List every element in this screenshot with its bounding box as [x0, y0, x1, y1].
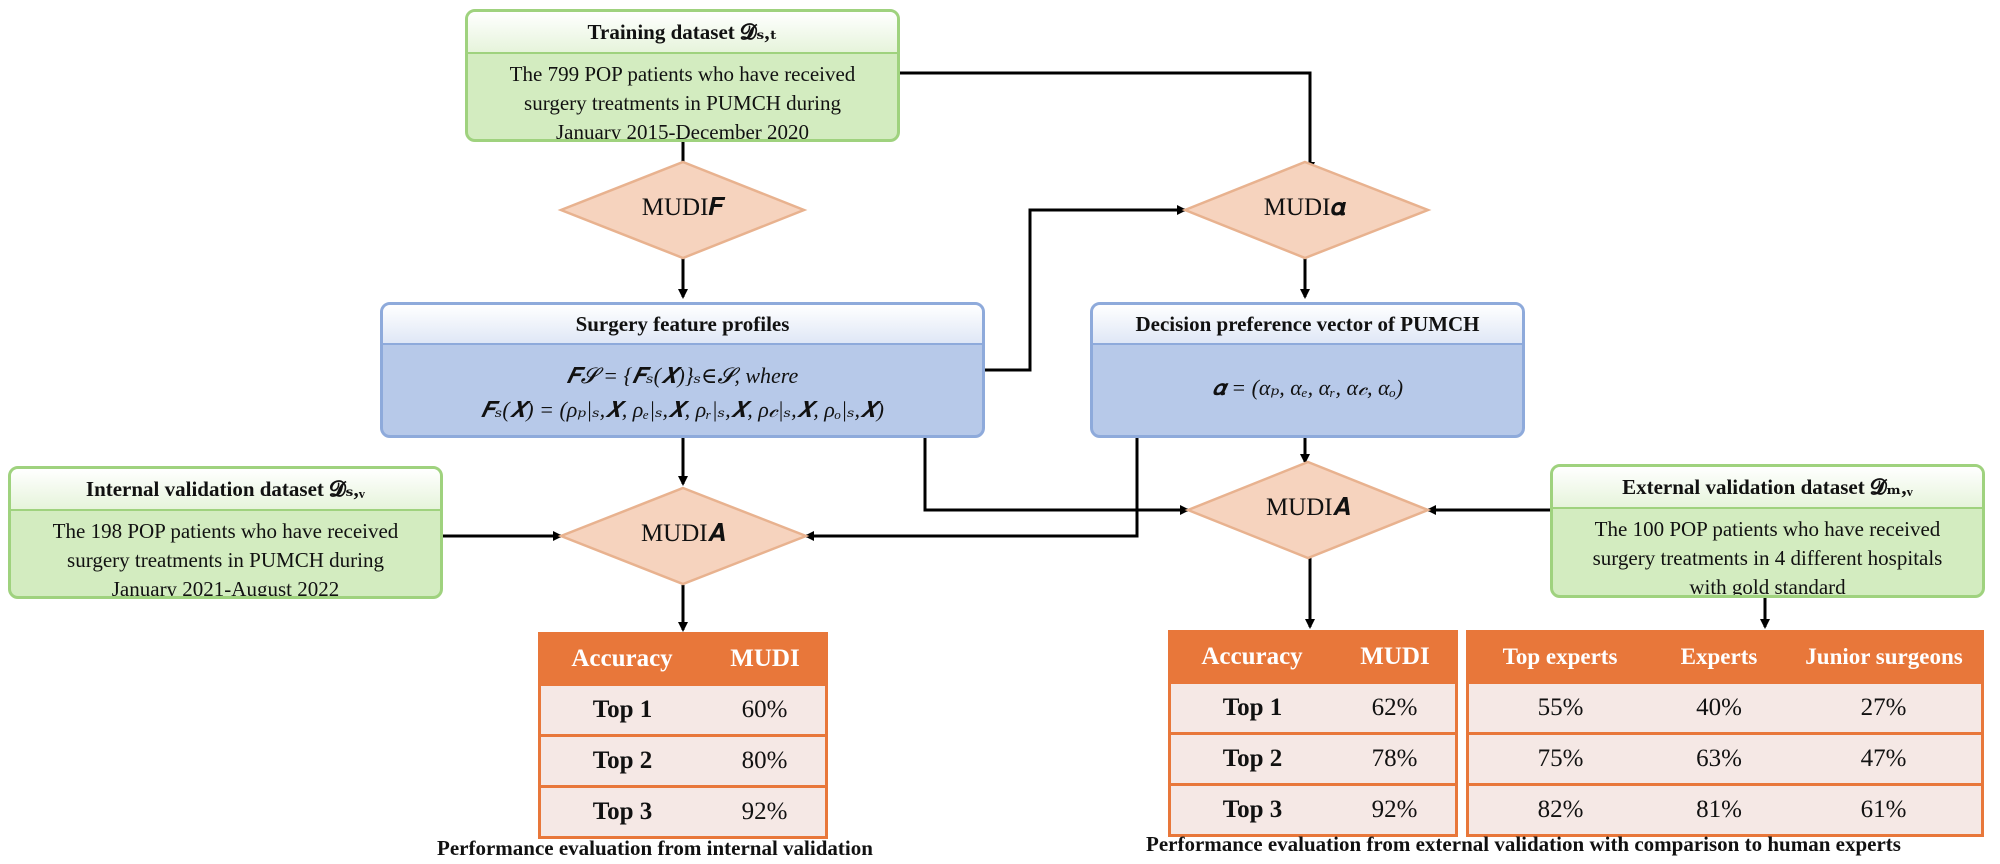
column-header: Experts	[1651, 630, 1787, 684]
mudi-alpha-label: MUDI𝜶	[1263, 194, 1347, 221]
training-line-1: The 799 POP patients who have received	[509, 62, 856, 86]
mudi-f-label: MUDI𝑭	[641, 194, 725, 221]
table-row: 55% 40% 27%	[1467, 681, 1983, 734]
table-cell: 82%	[1467, 783, 1652, 836]
table-cell: 27%	[1786, 681, 1983, 734]
profiles-formula-1: 𝑭𝓢 = {𝑭ₛ(𝑿)}ₛ∈𝓢, where	[566, 363, 799, 388]
external-validation-title: External validation dataset 𝓓ₘ,ᵥ	[1553, 467, 1982, 509]
table-cell: 80%	[704, 734, 827, 787]
external-performance-table: Accuracy MUDI Top 1 62% Top 2 78% Top 3 …	[1168, 630, 1458, 837]
internal-validation-box: Internal validation dataset 𝓓ₛ,ᵥ The 198…	[8, 466, 443, 599]
column-header: Junior surgeons	[1785, 630, 1984, 684]
table-cell: 92%	[1334, 783, 1457, 836]
table-cell: 60%	[704, 683, 827, 736]
table-row: 75% 63% 47%	[1467, 732, 1983, 785]
mudi-a-external-label: MUDI𝑨	[1265, 494, 1351, 521]
table-row: Top 1 60%	[539, 683, 827, 736]
column-header: MUDI	[703, 632, 828, 686]
arrow-training-to-mudi-alpha	[900, 71, 1315, 172]
row-label: Top 1	[1169, 681, 1334, 734]
internal-line-3: January 2021-August 2022	[111, 577, 340, 599]
table-cell: 61%	[1786, 783, 1983, 836]
arrow-profiles-to-mudi-a-external	[923, 438, 1190, 515]
internal-performance-table: Accuracy MUDI Top 1 60% Top 2 80% Top 3 …	[538, 632, 828, 839]
column-header: MUDI	[1333, 630, 1458, 684]
profiles-body: 𝑭𝓢 = {𝑭ₛ(𝑿)}ₛ∈𝓢, where 𝑭ₛ(𝑿) = (ρₚ|ₛ,𝑿, …	[383, 345, 982, 427]
training-dataset-title: Training dataset 𝓓ₛ,ₜ	[468, 12, 897, 54]
table-cell: 62%	[1334, 681, 1457, 734]
training-dataset-box: Training dataset 𝓓ₛ,ₜ The 799 POP patien…	[465, 9, 900, 142]
table-row: Top 2 78%	[1169, 732, 1457, 785]
external-validation-body: The 100 POP patients who have received s…	[1553, 509, 1982, 598]
preference-formula: 𝜶 = (αₚ, αₑ, αᵣ, α𝒸, αₒ)	[1211, 375, 1404, 400]
row-label: Top 1	[539, 683, 704, 736]
external-performance-caption: Performance evaluation from external val…	[1146, 832, 1901, 856]
table-header-row: Top experts Experts Junior surgeons	[1466, 630, 1984, 684]
row-label: Top 3	[539, 785, 704, 838]
training-line-3: January 2015-December 2020	[555, 120, 810, 142]
arrow-profiles-to-mudi-alpha	[985, 205, 1187, 372]
human-experts-table: Top experts Experts Junior surgeons 55% …	[1466, 630, 1984, 837]
training-dataset-body: The 799 POP patients who have received s…	[468, 54, 897, 142]
external-line-1: The 100 POP patients who have received	[1594, 517, 1941, 541]
table-cell: 92%	[704, 785, 827, 838]
table-header-row: Accuracy MUDI	[1168, 630, 1458, 684]
internal-validation-title: Internal validation dataset 𝓓ₛ,ᵥ	[11, 469, 440, 511]
external-line-3: with gold standard	[1689, 575, 1846, 598]
preference-body: 𝜶 = (αₚ, αₑ, αᵣ, α𝒸, αₒ)	[1093, 345, 1522, 405]
column-header: Top experts	[1466, 630, 1653, 684]
diamond-mudi-f	[557, 160, 808, 260]
table-cell: 55%	[1467, 681, 1652, 734]
arrow-preference-to-mudi-a-internal	[804, 438, 1139, 541]
surgery-feature-profiles-box: Surgery feature profiles 𝑭𝓢 = {𝑭ₛ(𝑿)}ₛ∈𝓢…	[380, 302, 985, 438]
internal-line-2: surgery treatments in PUMCH during	[67, 548, 384, 572]
row-label: Top 2	[1169, 732, 1334, 785]
preference-title: Decision preference vector of PUMCH	[1093, 305, 1522, 345]
table-row: Top 3 92%	[539, 785, 827, 838]
diamond-mudi-a-internal	[557, 486, 810, 586]
row-label: Top 3	[1169, 783, 1334, 836]
table-row: Top 3 92%	[1169, 783, 1457, 836]
training-line-2: surgery treatments in PUMCH during	[524, 91, 841, 115]
table-cell: 40%	[1652, 681, 1786, 734]
table-row: Top 1 62%	[1169, 681, 1457, 734]
table-cell: 78%	[1334, 732, 1457, 785]
profiles-formula-2: 𝑭ₛ(𝑿) = (ρₚ|ₛ,𝑿, ρₑ|ₛ,𝑿, ρᵣ|ₛ,𝑿, ρ𝒸|ₛ,𝑿,…	[481, 397, 884, 422]
table-cell: 75%	[1467, 732, 1652, 785]
column-header: Accuracy	[538, 632, 705, 686]
internal-performance-caption: Performance evaluation from internal val…	[437, 836, 873, 860]
decision-preference-box: Decision preference vector of PUMCH 𝜶 = …	[1090, 302, 1525, 438]
table-cell: 63%	[1652, 732, 1786, 785]
table-row: Top 2 80%	[539, 734, 827, 787]
row-label: Top 2	[539, 734, 704, 787]
profiles-title: Surgery feature profiles	[383, 305, 982, 345]
external-line-2: surgery treatments in 4 different hospit…	[1592, 546, 1943, 570]
mudi-a-internal-label: MUDI𝑨	[640, 520, 726, 547]
table-row: 82% 81% 61%	[1467, 783, 1983, 836]
diamond-mudi-a-external	[1184, 460, 1432, 560]
internal-line-1: The 198 POP patients who have received	[52, 519, 399, 543]
internal-validation-body: The 198 POP patients who have received s…	[11, 511, 440, 599]
table-cell: 47%	[1786, 732, 1983, 785]
column-header: Accuracy	[1168, 630, 1335, 684]
table-header-row: Accuracy MUDI	[538, 632, 828, 686]
diamond-mudi-alpha	[1181, 160, 1432, 260]
external-validation-box: External validation dataset 𝓓ₘ,ᵥ The 100…	[1550, 464, 1985, 598]
table-cell: 81%	[1652, 783, 1786, 836]
